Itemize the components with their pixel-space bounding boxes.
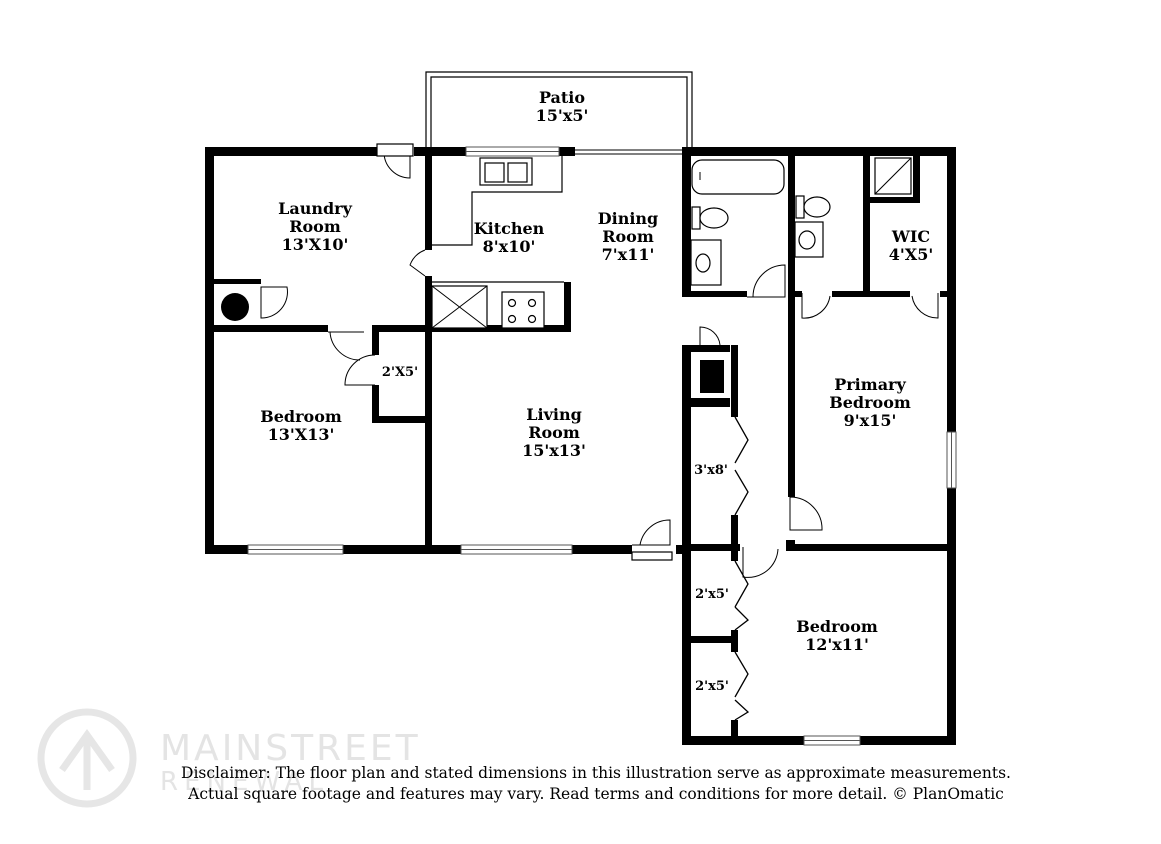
patio-size: 15'x5'	[536, 106, 589, 125]
fixtures	[221, 156, 912, 329]
wic-size: 4'X5'	[889, 245, 933, 264]
room-label-primary-bedroom: Primary Bedroom 9'x15'	[829, 375, 911, 430]
patio-outline	[425, 71, 693, 148]
fireplace-icon	[700, 360, 724, 393]
doors	[260, 143, 939, 578]
room-label-bedroom-right: Bedroom 12'x11'	[796, 617, 878, 654]
disclaimer-line-2: Actual square footage and features may v…	[187, 785, 1004, 803]
kitchen-sink-icon	[479, 157, 533, 186]
bedroom-left-size: 13'X13'	[268, 425, 335, 444]
primary-toilet-icon	[795, 195, 831, 219]
wic-name: WIC	[891, 227, 930, 246]
watermark-brand: MAINSTREET	[160, 728, 421, 769]
refrigerator-icon	[431, 285, 488, 329]
bedroom-right-size: 12'x11'	[805, 635, 869, 654]
dining-size: 7'x11'	[602, 245, 655, 264]
hall-closet-size: 3'x8'	[694, 463, 728, 478]
room-label-bedroom-left: Bedroom 13'X13'	[260, 407, 342, 444]
living-name-1: Living	[526, 405, 582, 424]
stove-icon	[501, 291, 545, 329]
laundry-name-2: Room	[289, 217, 341, 236]
shower-icon	[874, 157, 912, 195]
primary-bedroom-size: 9'x15'	[844, 411, 897, 430]
primary-sink-icon	[794, 221, 824, 258]
room-label-dining: Dining Room 7'x11'	[598, 209, 658, 264]
primary-bedroom-name-2: Bedroom	[829, 393, 911, 412]
bath-sink-icon	[690, 239, 722, 286]
walls	[205, 147, 956, 745]
dining-name-2: Room	[602, 227, 654, 246]
toilet-icon	[691, 206, 729, 230]
small-closet-size: 2'X5'	[382, 365, 418, 380]
dining-name-1: Dining	[598, 209, 658, 228]
patio-name: Patio	[539, 88, 585, 107]
laundry-name-1: Laundry	[278, 199, 353, 218]
windows	[247, 146, 957, 746]
bathtub-icon	[691, 159, 785, 195]
closet-b-size: 2'x5'	[695, 679, 729, 694]
kitchen-name: Kitchen	[474, 219, 545, 238]
room-label-patio: Patio 15'x5'	[536, 88, 589, 125]
disclaimer-line-1: Disclaimer: The floor plan and stated di…	[181, 764, 1011, 782]
living-name-2: Room	[528, 423, 580, 442]
watermark-logo-icon	[37, 708, 137, 808]
watermark-sub: RENEWAL	[160, 767, 329, 797]
bifold-doors	[734, 416, 750, 721]
primary-bedroom-name-1: Primary	[834, 375, 906, 394]
room-label-laundry: Laundry Room 13'X10'	[278, 199, 353, 254]
water-heater-icon	[221, 293, 249, 321]
living-size: 15'x13'	[522, 441, 586, 460]
room-label-living: Living Room 15'x13'	[522, 405, 586, 460]
room-label-wic: WIC 4'X5'	[889, 227, 933, 264]
disclaimer: Disclaimer: The floor plan and stated di…	[181, 764, 1011, 803]
bedroom-right-name: Bedroom	[796, 617, 878, 636]
bedroom-left-name: Bedroom	[260, 407, 342, 426]
room-label-kitchen: Kitchen 8'x10'	[474, 219, 545, 256]
watermark: MAINSTREET RENEWAL	[37, 708, 421, 808]
closet-a-size: 2'x5'	[695, 587, 729, 602]
laundry-size: 13'X10'	[282, 235, 349, 254]
kitchen-size: 8'x10'	[483, 237, 536, 256]
